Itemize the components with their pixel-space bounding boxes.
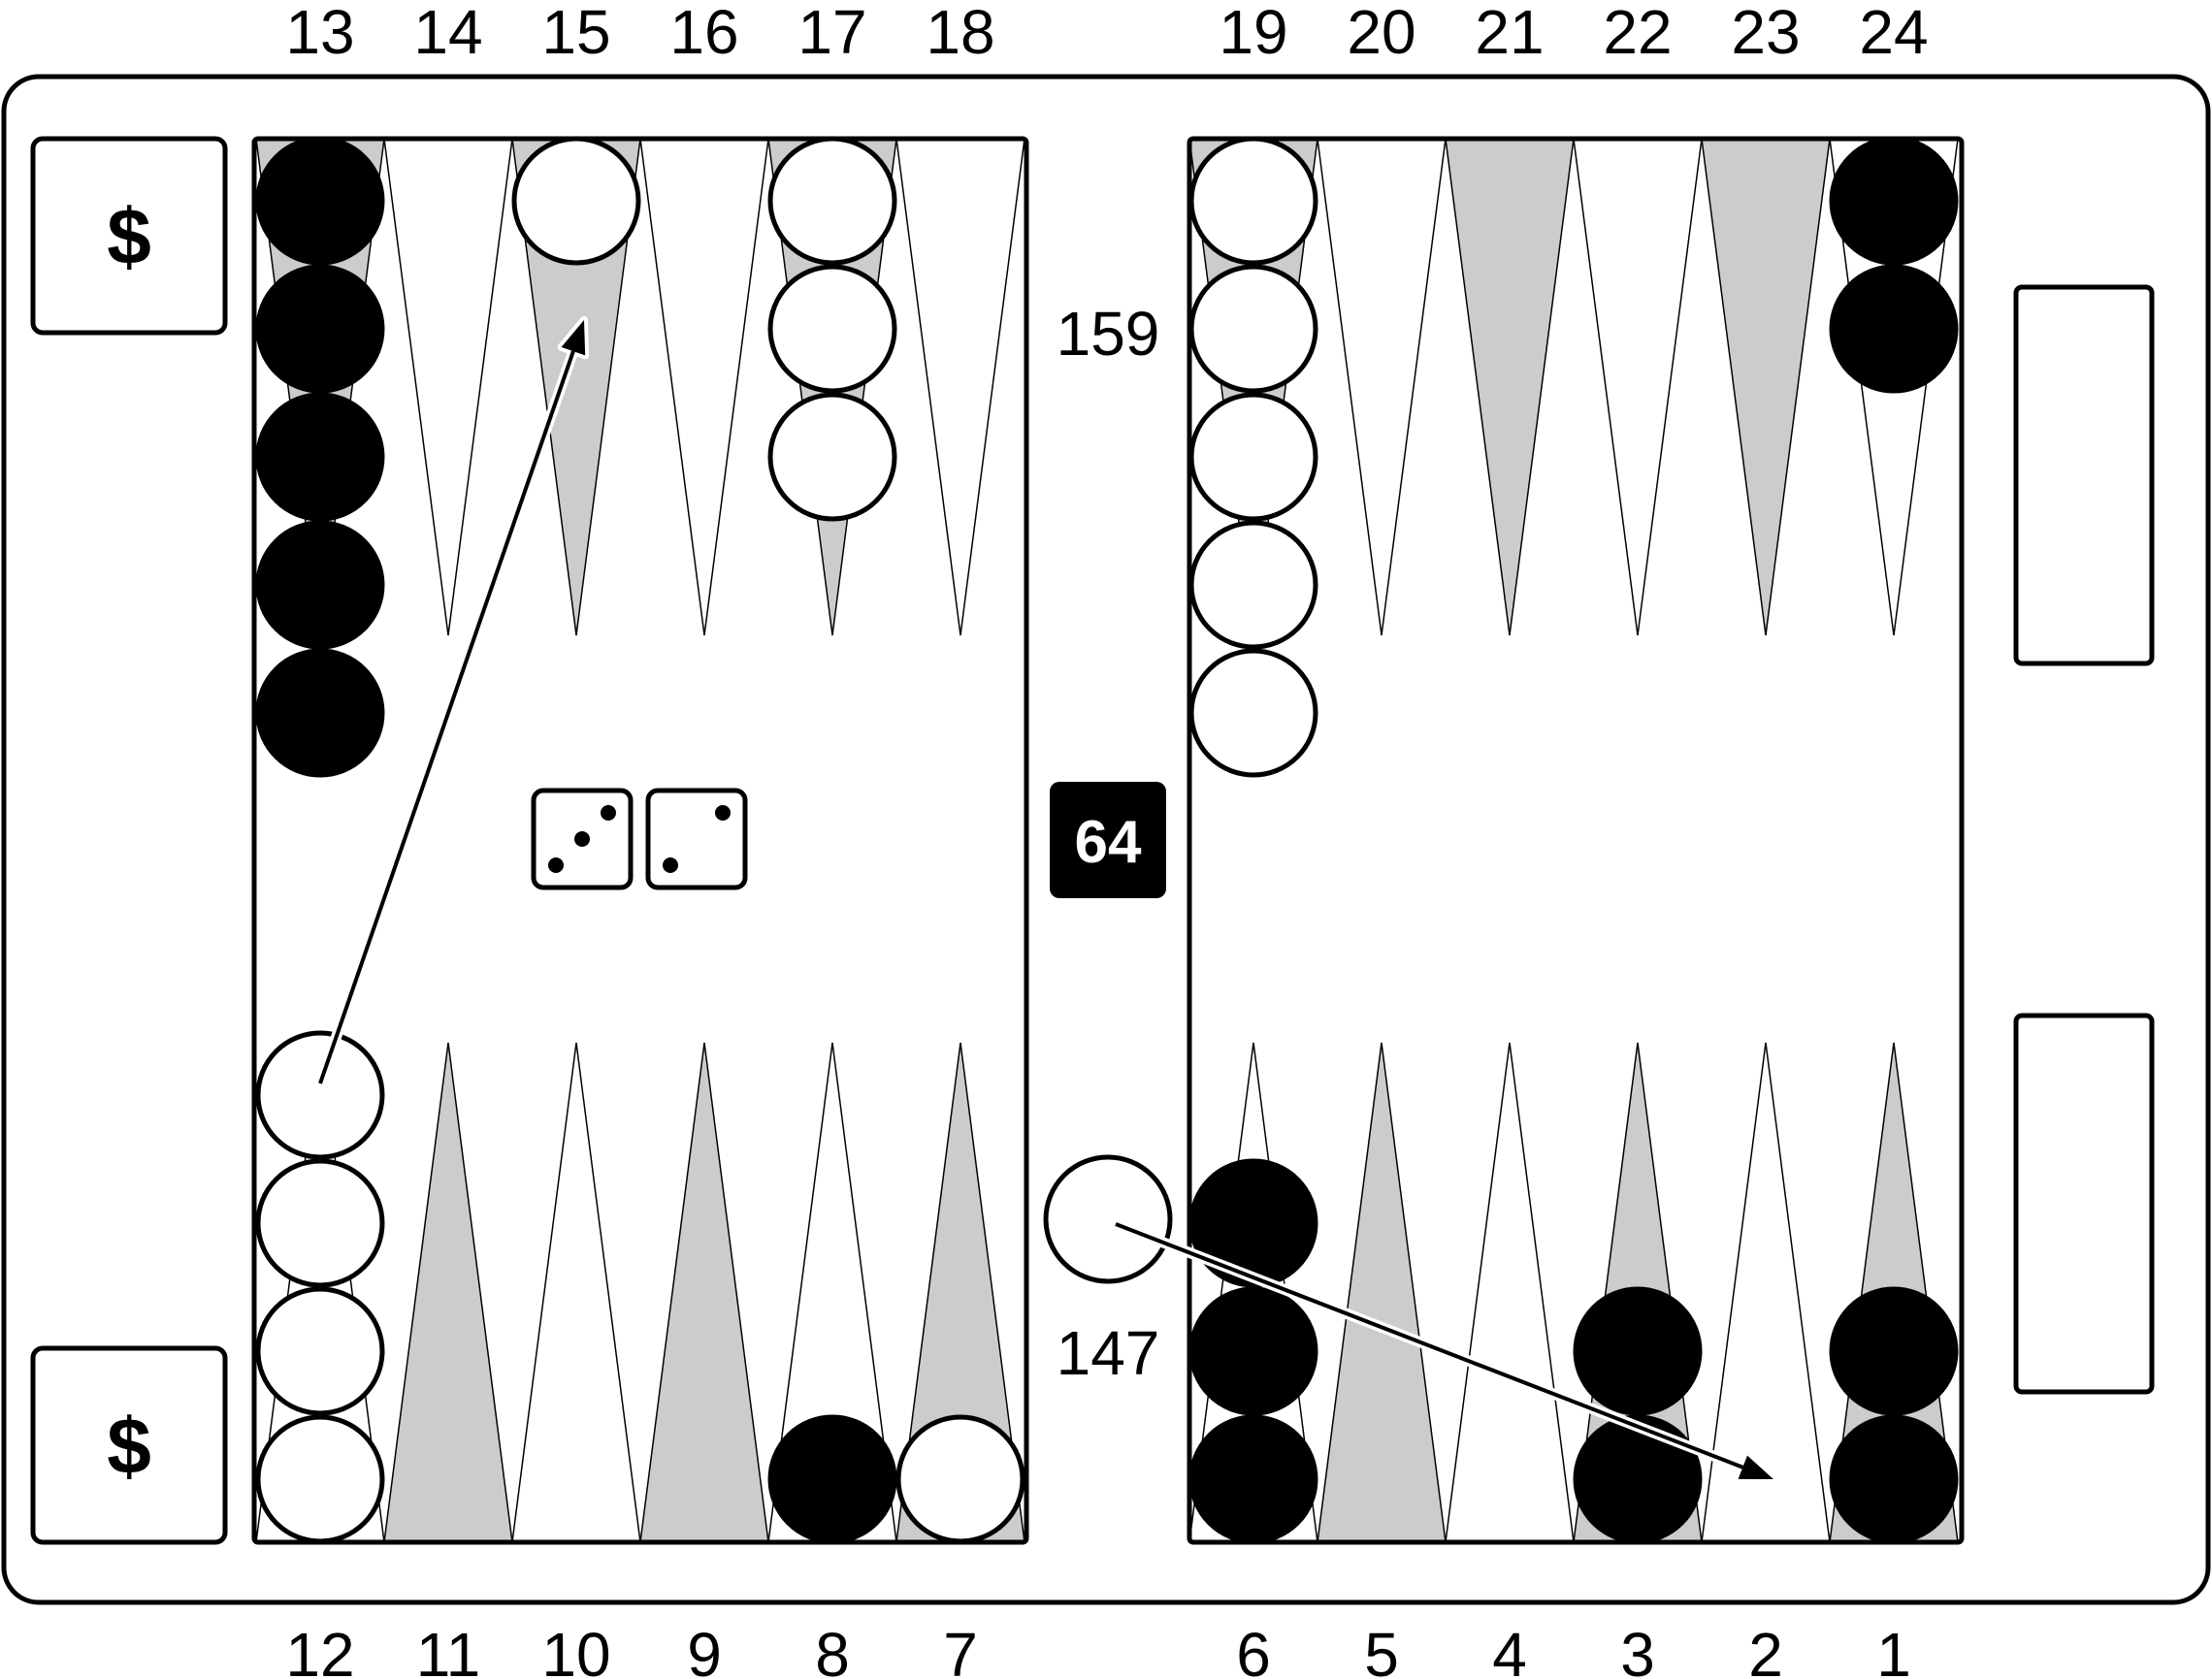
die-pip (601, 805, 616, 821)
bottom-bearoff-tray[interactable] (2013, 1013, 2155, 1395)
checker-white-point-12[interactable] (255, 1414, 385, 1544)
point-number-20: 20 (1347, 0, 1415, 67)
checkers-layer (255, 136, 1959, 1544)
checker-white-point-19[interactable] (1188, 648, 1318, 778)
die-2[interactable] (645, 788, 748, 890)
left-half-outline (251, 136, 1029, 1545)
point-number-15: 15 (541, 0, 610, 67)
doubling-cube[interactable]: 64 (1050, 782, 1166, 898)
checker-white-point-15[interactable] (511, 136, 641, 266)
checker-black-point-13[interactable] (255, 136, 385, 266)
checker-white-point-12[interactable] (255, 1030, 385, 1160)
point-number-2: 2 (1748, 1620, 1783, 1679)
point-number-10: 10 (541, 1620, 610, 1679)
point-number-16: 16 (669, 0, 738, 67)
die-1-pips (548, 805, 616, 873)
checker-black-point-13[interactable] (255, 264, 385, 394)
checker-white-point-19[interactable] (1188, 392, 1318, 522)
checker-white-point-12[interactable] (255, 1158, 385, 1288)
point-number-21: 21 (1475, 0, 1544, 67)
checker-white-point-19[interactable] (1188, 136, 1318, 266)
point-number-19: 19 (1219, 0, 1287, 67)
checker-white-point-19[interactable] (1188, 264, 1318, 394)
point-number-3: 3 (1620, 1620, 1655, 1679)
point-number-11: 11 (416, 1620, 480, 1679)
point-number-5: 5 (1364, 1620, 1399, 1679)
die-pip (574, 831, 590, 847)
checker-white-point-19[interactable] (1188, 520, 1318, 650)
point-number-7: 7 (943, 1620, 978, 1679)
die-pip (715, 805, 731, 821)
top-left-box[interactable]: $ (30, 136, 228, 336)
checker-black-point-6[interactable] (1188, 1286, 1318, 1416)
checker-black-point-3[interactable] (1573, 1414, 1703, 1544)
bottom-dollar-label: $ (107, 1403, 151, 1491)
die-2-pips (663, 805, 731, 873)
die-pip (548, 857, 564, 873)
point-number-23: 23 (1731, 0, 1800, 67)
die-pip (663, 857, 678, 873)
pip-count-bottom: 147 (1057, 1318, 1160, 1388)
point-number-14: 14 (413, 0, 482, 67)
point-number-1: 1 (1876, 1620, 1911, 1679)
right-half-outline (1187, 136, 1965, 1545)
point-number-12: 12 (285, 1620, 354, 1679)
left-half (254, 139, 1026, 1542)
checker-black-point-3[interactable] (1573, 1286, 1703, 1416)
move-arrow-bar-to-2 (1110, 1218, 1777, 1483)
checker-black-point-13[interactable] (255, 520, 385, 650)
die-1[interactable] (531, 788, 634, 890)
checker-white-point-12[interactable] (255, 1286, 385, 1416)
checker-white-point-17[interactable] (767, 136, 897, 266)
top-bearoff-tray[interactable] (2013, 284, 2155, 666)
checker-black-point-6[interactable] (1188, 1158, 1318, 1288)
checker-black-point-1[interactable] (1829, 1286, 1959, 1416)
cube-value: 64 (1075, 809, 1142, 876)
point-number-4: 4 (1492, 1620, 1527, 1679)
dice[interactable] (531, 788, 748, 890)
checker-white-point-17[interactable] (767, 392, 897, 522)
checker-black-point-6[interactable] (1188, 1414, 1318, 1544)
checker-white-point-17[interactable] (767, 264, 897, 394)
bar-checker-white[interactable] (1043, 1154, 1173, 1284)
point-number-24: 24 (1859, 0, 1928, 67)
point-number-17: 17 (797, 0, 866, 67)
point-number-8: 8 (815, 1620, 850, 1679)
checker-white-point-7[interactable] (895, 1414, 1025, 1544)
top-point-numbers: 13 14 15 16 17 18 19 20 21 22 23 24 (285, 0, 1928, 67)
point-number-22: 22 (1603, 0, 1672, 67)
bottom-left-box[interactable]: $ (30, 1345, 228, 1545)
pip-count-top: 159 (1057, 299, 1160, 369)
move-arrows (314, 316, 1777, 1483)
bottom-point-numbers: 12 11 10 9 8 7 6 5 4 3 2 1 (285, 1620, 1910, 1679)
point-number-18: 18 (926, 0, 994, 67)
checker-black-point-13[interactable] (255, 648, 385, 778)
checker-black-point-13[interactable] (255, 392, 385, 522)
checker-black-point-8[interactable] (767, 1414, 897, 1544)
checker-black-point-24[interactable] (1829, 264, 1959, 394)
checker-black-point-1[interactable] (1829, 1414, 1959, 1544)
point-number-13: 13 (285, 0, 354, 67)
point-number-9: 9 (687, 1620, 722, 1679)
checker-black-point-24[interactable] (1829, 136, 1959, 266)
point-number-6: 6 (1236, 1620, 1271, 1679)
move-arrow-12-to-15 (314, 316, 590, 1089)
top-dollar-label: $ (107, 193, 151, 281)
